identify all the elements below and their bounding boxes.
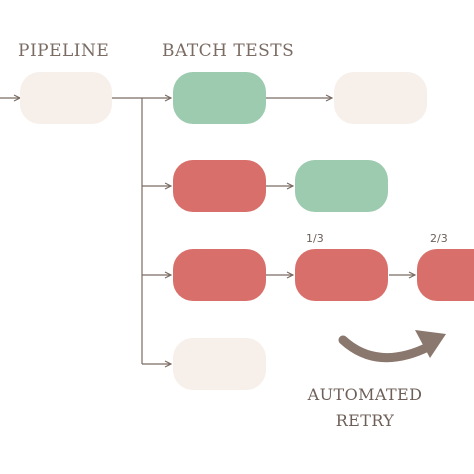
batch-test-3-retry-1-fail-node	[295, 249, 388, 301]
retry-count-2-of-3: 2/3	[430, 232, 448, 245]
batch-test-3-fail-node	[173, 249, 266, 301]
batch-test-1-pass-node	[173, 72, 266, 124]
pipeline-node	[20, 72, 112, 124]
retry-text: RETRY	[335, 411, 395, 430]
batch-test-4-pending-node	[173, 338, 266, 390]
automated-retry-label: AUTOMATED RETRY	[300, 382, 430, 434]
row1-next-node	[334, 72, 427, 124]
retry-curved-arrow	[338, 335, 435, 363]
batch-test-2-fail-node	[173, 160, 266, 212]
retry-count-1-of-3: 1/3	[306, 232, 324, 245]
automated-text: AUTOMATED	[307, 385, 423, 404]
batch-test-2-retry-pass-node	[295, 160, 388, 212]
batch-test-3-retry-2-fail-node	[417, 249, 474, 301]
retry-arrowhead	[415, 330, 446, 358]
pipeline-label: PIPELINE	[18, 41, 110, 61]
batch-tests-label: BATCH TESTS	[162, 41, 295, 61]
